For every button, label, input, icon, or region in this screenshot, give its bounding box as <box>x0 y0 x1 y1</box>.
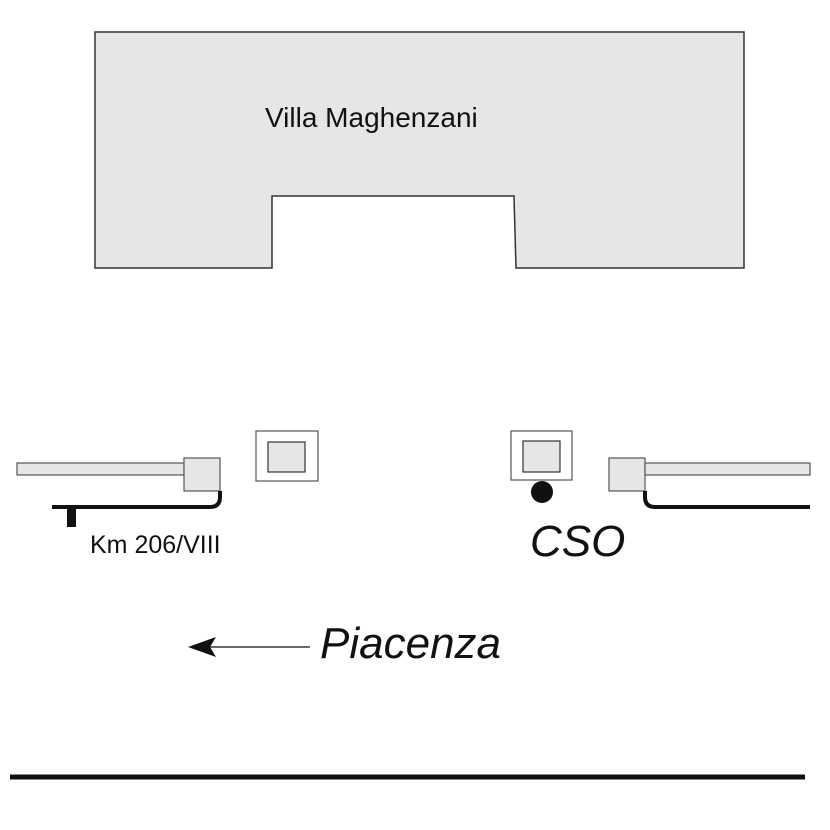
left-barrier-arm <box>16 462 185 476</box>
building-label: Villa Maghenzani <box>265 102 478 133</box>
left-signal-box <box>255 430 319 482</box>
cso-label: CSO <box>530 517 625 566</box>
km-post-icon <box>67 507 76 527</box>
left-barrier-housing <box>183 457 221 492</box>
villa-building <box>94 31 745 269</box>
direction-label: Piacenza <box>320 619 501 668</box>
km-label: Km 206/VIII <box>90 531 221 559</box>
right-signal-box <box>510 430 573 481</box>
arrow-left-icon <box>188 637 310 657</box>
left-barrier <box>16 457 222 527</box>
right-barrier <box>608 457 811 509</box>
cso-dot-icon <box>531 481 553 503</box>
right-barrier-arm <box>644 462 811 476</box>
right-cable <box>643 491 810 509</box>
left-cable <box>52 491 222 509</box>
right-barrier-housing <box>608 457 646 492</box>
